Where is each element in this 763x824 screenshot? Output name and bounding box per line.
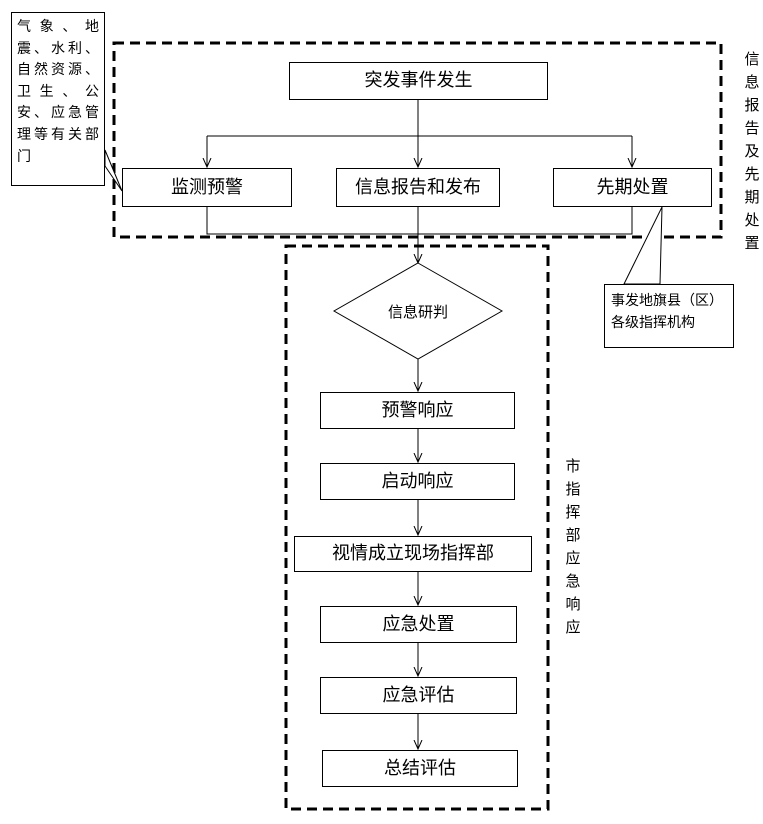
step-summary-evaluation: 总结评估 (322, 750, 518, 787)
county-command-note: 事发地旗县（区）各级指挥机构 (604, 284, 734, 348)
connector-monitor-merge (206, 207, 418, 235)
command-response-side-label: 市指挥部应急响应 (565, 457, 581, 636)
command-response-group-boundary (284, 244, 550, 811)
right-note-pointer (623, 206, 663, 285)
initial-disposal-box: 先期处置 (553, 168, 712, 207)
info-report-release-box: 信息报告和发布 (336, 168, 500, 207)
step-emergency-disposal: 应急处置 (320, 606, 517, 643)
event-occurrence-box: 突发事件发生 (289, 62, 548, 100)
connector-initial-merge (418, 207, 633, 235)
left-note-pointer (104, 149, 123, 192)
info-judge-label: 信息研判 (387, 303, 448, 321)
departments-note: 气象、地震、水利、自然资源、卫生、公安、应急管理等有关部门 (11, 12, 105, 186)
step-warning-response: 预警响应 (320, 392, 515, 429)
info-report-side-label: 信息报告及先期处置 (744, 50, 760, 252)
step-emergency-evaluation: 应急评估 (320, 677, 517, 714)
monitor-warning-box: 监测预警 (122, 168, 292, 207)
step-start-response: 启动响应 (320, 463, 515, 500)
step-field-command: 视情成立现场指挥部 (294, 536, 532, 572)
